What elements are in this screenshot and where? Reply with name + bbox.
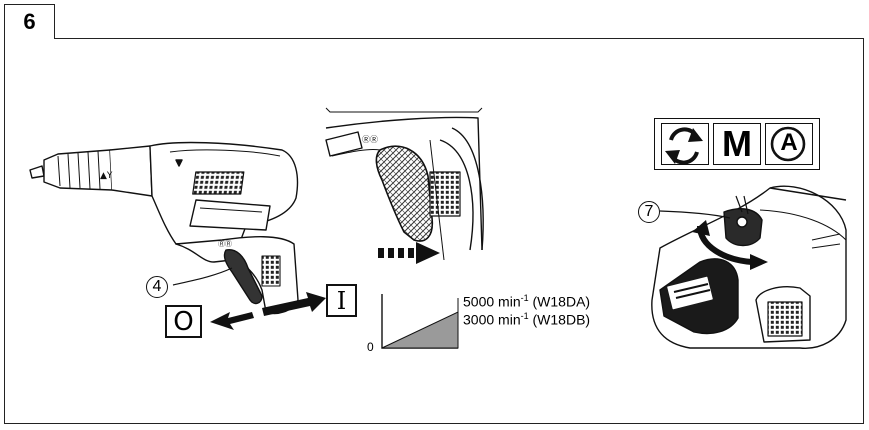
mode-a-cell: A — [765, 123, 813, 165]
callout-4-leader — [172, 267, 233, 286]
mode-rotation-cell — [661, 123, 709, 165]
trigger-push-arrow — [378, 242, 440, 264]
mode-m-cell: M — [713, 123, 761, 165]
graph-origin-label: 0 — [367, 340, 374, 354]
svg-text:ⓇⓇ: ⓇⓇ — [218, 240, 232, 248]
svg-text:ⓇⓇ: ⓇⓇ — [362, 135, 378, 144]
mode-rotation-arrow — [692, 220, 768, 270]
speed-high-label: 5000 min-1 (W18DA) — [463, 293, 591, 310]
svg-text:▲Y: ▲Y — [100, 171, 113, 181]
speed-ramp — [381, 311, 459, 349]
figure-number-tab: 6 — [4, 4, 55, 39]
mode-a-letter: A — [780, 129, 798, 156]
callout-mode-dial: 7 — [638, 201, 660, 223]
switch-on-mark: I — [326, 284, 357, 317]
figure-number: 6 — [23, 9, 36, 34]
mode-m-letter: M — [722, 123, 752, 164]
switch-off-mark: O — [165, 305, 202, 338]
callout-trigger: 4 — [146, 276, 168, 298]
mode-switch-illustration — [651, 185, 847, 349]
speed-low-label: 3000 min-1 (W18DB) — [463, 311, 591, 328]
callout-7-leader — [659, 210, 731, 219]
screwdriver-illustration: ▲Y ⓇⓇ — [29, 141, 299, 315]
switch-direction-arrow — [210, 292, 326, 330]
mode-panel: M A — [654, 118, 820, 170]
speed-graph — [381, 294, 459, 349]
figure-frame — [4, 38, 864, 424]
trigger-detail-illustration: ⓇⓇ — [325, 107, 484, 261]
